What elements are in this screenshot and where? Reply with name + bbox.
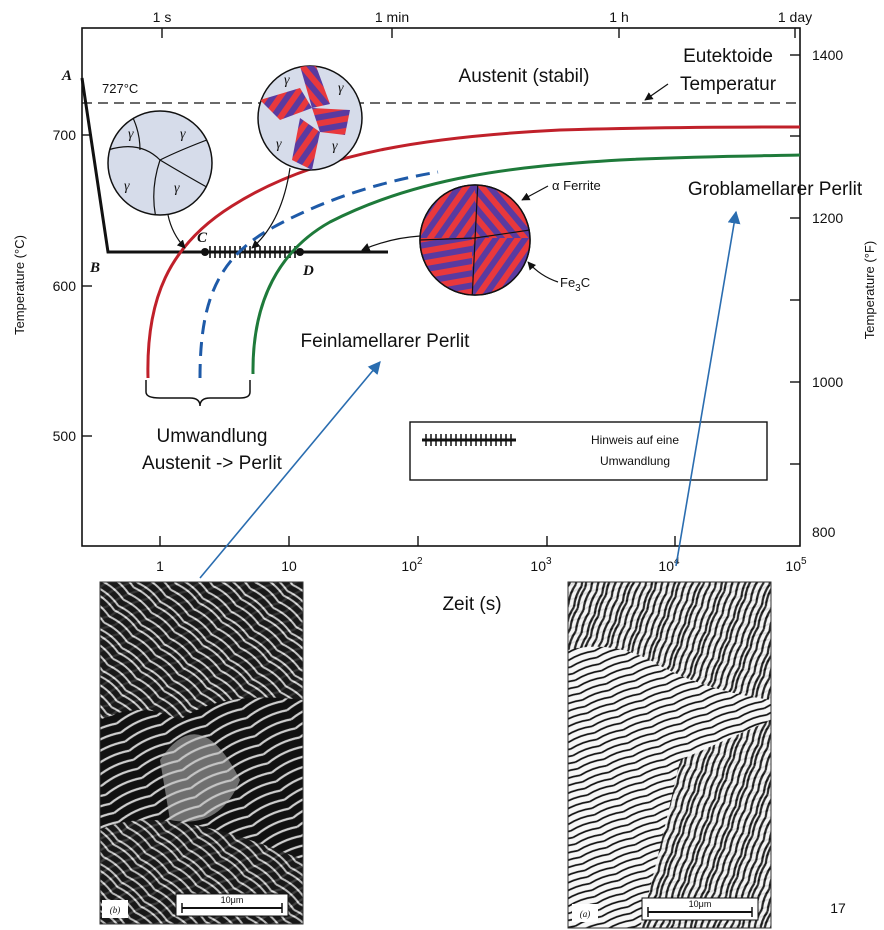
curve-start-red: [146, 125, 801, 379]
point-b-label: B: [89, 260, 100, 276]
left-micrograph-tag: (b): [110, 905, 121, 915]
svg-text:γ: γ: [332, 139, 338, 154]
legend-line-2: Umwandlung: [600, 454, 670, 468]
right-micrograph-scale: 10μm: [689, 899, 712, 909]
right-axis: 1400 1200 1000 800 Temperature (°F): [790, 47, 877, 540]
y-axis-label-left: Temperature (°C): [12, 235, 27, 335]
micrograph-coarse-pearlite: 10μm (a): [567, 581, 772, 929]
bottom-tick-100: 102: [401, 556, 423, 574]
curve-middle-blue-dashed: [198, 170, 439, 379]
top-axis: 1 s 1 min 1 h 1 day: [153, 9, 812, 38]
pearlite-grains: [419, 184, 531, 296]
umwandlung-label-1: Umwandlung: [157, 426, 268, 447]
alpha-ferrite-label: α Ferrite: [552, 178, 601, 193]
plot-frame: [81, 27, 801, 547]
y-axis-label-right: Temperature (°F): [862, 241, 877, 339]
point-c-label: C: [197, 230, 208, 246]
top-tick-1s: 1 s: [153, 9, 172, 25]
left-micrograph-scale: 10μm: [221, 895, 244, 905]
right-tick-1200: 1200: [812, 210, 843, 226]
left-tick-500: 500: [53, 428, 77, 444]
partial-pointer: [251, 167, 291, 249]
eutectoid-pointer: [644, 83, 669, 101]
point-d-label: D: [302, 263, 314, 279]
brace: [145, 380, 251, 407]
right-tick-1000: 1000: [812, 374, 843, 390]
partial-transformation-grains: γ γ γ γ: [257, 65, 363, 171]
point-a-label: A: [61, 68, 72, 84]
right-tick-1400: 1400: [812, 47, 843, 63]
fe3c-label: Fe3C: [560, 275, 590, 294]
svg-text:γ: γ: [174, 181, 180, 196]
right-tick-800: 800: [812, 524, 836, 540]
temp-727-label: 727°C: [102, 81, 138, 96]
feinlamellarer-label: Feinlamellarer Perlit: [301, 331, 471, 352]
top-tick-1day: 1 day: [778, 9, 812, 25]
austenite-grains: γ γ γ γ: [107, 110, 213, 216]
bottom-tick-10: 10: [281, 558, 297, 574]
left-tick-700: 700: [53, 127, 77, 143]
page-number: 17: [830, 900, 846, 916]
arrow-to-grob: [675, 210, 741, 567]
austenit-stabil-label: Austenit (stabil): [459, 66, 590, 87]
legend: Hinweis auf eine Umwandlung: [409, 421, 768, 481]
right-micrograph-tag: (a): [580, 909, 591, 919]
curve-end-green: [251, 153, 801, 375]
bottom-tick-1: 1: [156, 558, 164, 574]
x-axis-label: Zeit (s): [442, 594, 501, 615]
austenite-pointer: [167, 214, 186, 249]
fe3c-pointer: [527, 261, 559, 283]
eutektoide-label-1: Eutektoide: [683, 46, 773, 67]
svg-text:γ: γ: [128, 127, 134, 142]
bottom-tick-100000: 105: [785, 556, 807, 574]
top-tick-1min: 1 min: [375, 9, 409, 25]
left-tick-600: 600: [53, 278, 77, 294]
eutektoide-label-2: Temperatur: [680, 74, 777, 95]
left-axis: 700 600 500 Temperature (°C): [12, 127, 92, 444]
top-tick-1h: 1 h: [609, 9, 628, 25]
svg-text:γ: γ: [124, 179, 130, 194]
svg-text:γ: γ: [180, 127, 186, 142]
pearlite-pointer: [361, 235, 421, 251]
bottom-tick-1000: 103: [530, 556, 552, 574]
umwandlung-label-2: Austenit -> Perlit: [142, 453, 283, 474]
svg-text:γ: γ: [284, 73, 290, 88]
ferrite-pointer: [521, 185, 549, 201]
bottom-axis: 1 10 102 103 104 105 Zeit (s): [156, 536, 807, 615]
legend-line-1: Hinweis auf eine: [591, 433, 679, 447]
svg-text:γ: γ: [276, 137, 282, 152]
arrow-to-fein: [199, 361, 381, 579]
groblamellarer-label: Groblamellarer Perlit: [688, 179, 863, 200]
micrograph-fine-pearlite: 10μm (b): [99, 581, 304, 925]
svg-text:γ: γ: [338, 81, 344, 96]
